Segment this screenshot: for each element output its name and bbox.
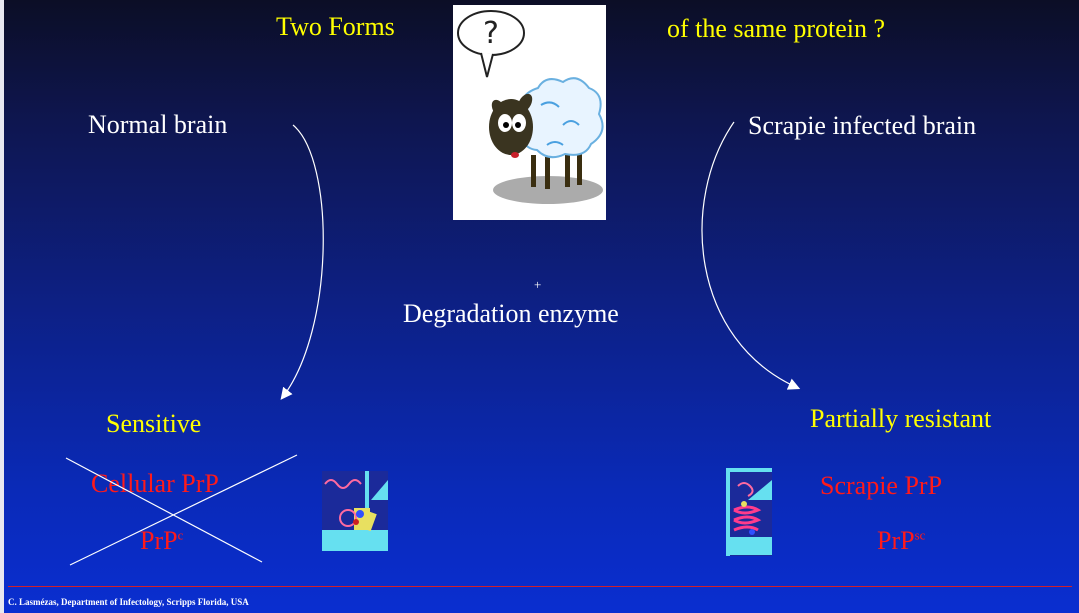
thought-bubble-icon: ? [483, 16, 499, 51]
prp-sc-base: PrP [877, 526, 915, 555]
curved-arrow-icon [701, 121, 801, 390]
normal-brain-label: Normal brain [88, 110, 228, 139]
scrapie-prp-label: Scrapie PrP [820, 471, 943, 500]
scrapie-infected-brain-label: Scrapie infected brain [748, 111, 977, 140]
curved-arrow-icon [280, 124, 324, 400]
cellular-prp-label: Cellular PrP [91, 469, 219, 498]
title-right: of the same protein ? [667, 14, 886, 43]
degradation-enzyme-label: Degradation enzyme [403, 299, 619, 328]
prp-c-structure-icon [322, 471, 388, 551]
prp-c-superscript: c [177, 527, 184, 543]
cross-out-lines [65, 454, 298, 566]
prp-c-label: PrPc [140, 528, 183, 554]
footer-rule [8, 586, 1072, 587]
prp-sc-label: PrPsc [877, 528, 925, 554]
plus-sign: + [534, 277, 542, 292]
slide-left-edge [0, 0, 4, 613]
prp-sc-structure-icon [726, 468, 772, 556]
prp-c-base: PrP [140, 526, 178, 555]
partially-resistant-label: Partially resistant [810, 404, 992, 433]
prp-sc-superscript: sc [914, 527, 926, 543]
sheep-illustration: ? [453, 5, 606, 220]
sensitive-label: Sensitive [106, 409, 202, 438]
footer-credit: C. Lasmézas, Department of Infectology, … [8, 597, 249, 607]
title-left: Two Forms [276, 12, 395, 41]
